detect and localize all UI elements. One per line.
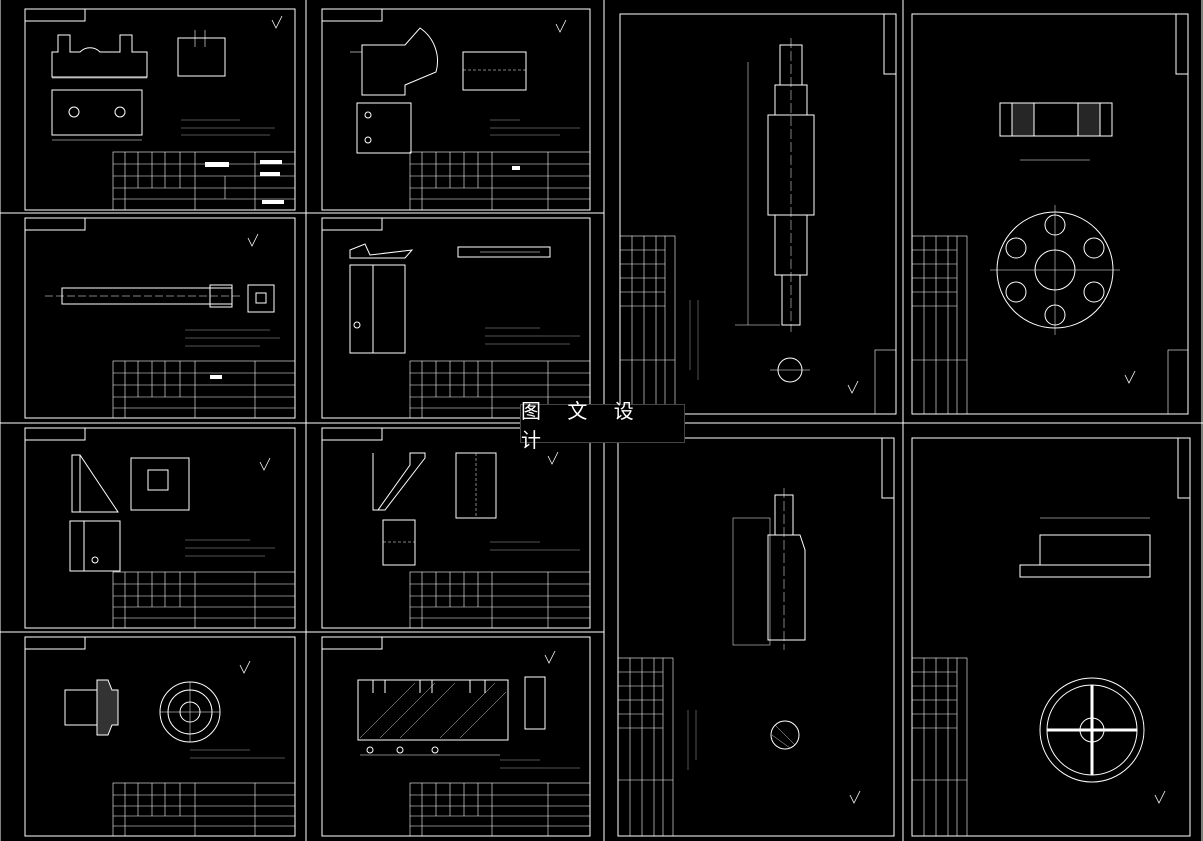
- title-block: [112, 782, 296, 837]
- title-block-rotated: [619, 235, 676, 415]
- title-block: [409, 151, 591, 211]
- title-block: [112, 360, 296, 419]
- sheet-angle-cutter: [321, 8, 591, 211]
- title-block-rotated: [911, 657, 968, 837]
- sheet-stub-shaft: [617, 437, 895, 837]
- title-block: [409, 782, 591, 837]
- title-block-rotated: [617, 657, 674, 837]
- title-block: [409, 571, 591, 629]
- sheet-wheel: [911, 437, 1191, 837]
- title-block: [409, 360, 591, 419]
- sheet-angle-bracket: [321, 427, 591, 629]
- watermark-label: 图 文 设 计: [520, 399, 685, 452]
- title-block-rotated: [911, 235, 968, 415]
- sheet-long-shaft: [24, 217, 296, 419]
- sheet-clamp-plate: [321, 217, 591, 419]
- sheet-main-shaft: [619, 13, 897, 415]
- title-block: [112, 151, 296, 211]
- sheet-cutter-block: [321, 636, 591, 837]
- sheet-bracket-block: [24, 8, 296, 211]
- sheet-triangle-support: [24, 427, 296, 629]
- sheet-gear-pulley: [24, 636, 296, 837]
- title-block: [112, 571, 296, 629]
- sheet-flange-disk: [911, 13, 1189, 415]
